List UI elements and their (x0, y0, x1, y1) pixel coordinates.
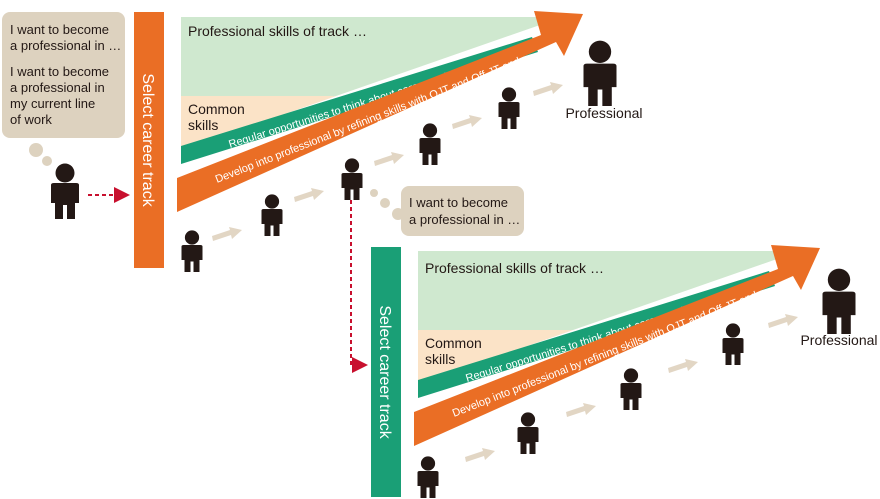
bubble-text-line: my current line (10, 96, 95, 111)
person-icon-step (419, 123, 441, 165)
bubble-text-line: of work (10, 112, 52, 127)
track1-common-skills-label: Common (188, 101, 245, 117)
step-arrow-icon (452, 115, 482, 129)
dashed-arrow-to-track2 (350, 200, 368, 373)
track1-green-band (181, 37, 538, 164)
bubble-text-line: a professional in (10, 80, 105, 95)
person-icon-step (417, 456, 439, 498)
bubble-text-line: a professional in … (10, 38, 121, 53)
person-icon-professional (583, 40, 617, 106)
person-icon-start (51, 163, 79, 219)
bubble-text-line: a professional in … (409, 212, 520, 227)
bubble-text-line: I want to become (10, 22, 109, 37)
track2-bar-label: Select career track (376, 305, 393, 439)
track1-professional-label: Professional (565, 105, 642, 121)
step-arrow-icon (768, 314, 798, 328)
track1-orange-arrow (177, 11, 583, 212)
step-arrow-icon (374, 152, 404, 166)
thought-bubble-middle: I want to become a professional in … (370, 186, 524, 236)
track1-professional-skills-label: Professional skills of track … (188, 23, 367, 39)
track2: Select career track Professional skills … (371, 245, 878, 498)
step-arrow-icon (465, 448, 495, 462)
bubble-text-line: I want to become (10, 64, 109, 79)
track1: Select career track Professional skills … (134, 11, 643, 272)
step-arrow-icon (294, 188, 324, 202)
track2-professional-skills-label: Professional skills of track … (425, 260, 604, 276)
step-arrow-icon (212, 227, 242, 241)
track2-common-skills-label: Common (425, 335, 482, 351)
track2-orange-arrow (414, 245, 820, 446)
person-icon-step (517, 412, 539, 454)
person-icon-step (498, 87, 520, 129)
person-icon-step (722, 323, 744, 365)
track1-bar-label: Select career track (139, 73, 156, 207)
person-icon-step (261, 194, 283, 236)
track2-professional-label: Professional (800, 332, 877, 348)
step-arrow-icon (668, 359, 698, 373)
step-arrow-icon (533, 82, 563, 96)
person-icon-step (181, 230, 203, 272)
track2-common-skills-label: skills (425, 351, 455, 367)
step-arrow-icon (566, 403, 596, 417)
track2-select-bar (371, 247, 401, 497)
person-icon-step (341, 158, 363, 200)
track1-common-skills-label: skills (188, 117, 218, 133)
person-icon-professional (822, 268, 856, 334)
track1-select-bar (134, 12, 164, 268)
bubble-text-line: I want to become (409, 195, 508, 210)
thought-bubble-top: I want to become a professional in … I w… (2, 12, 125, 166)
person-icon-step (620, 368, 642, 410)
track2-green-band (418, 271, 775, 398)
